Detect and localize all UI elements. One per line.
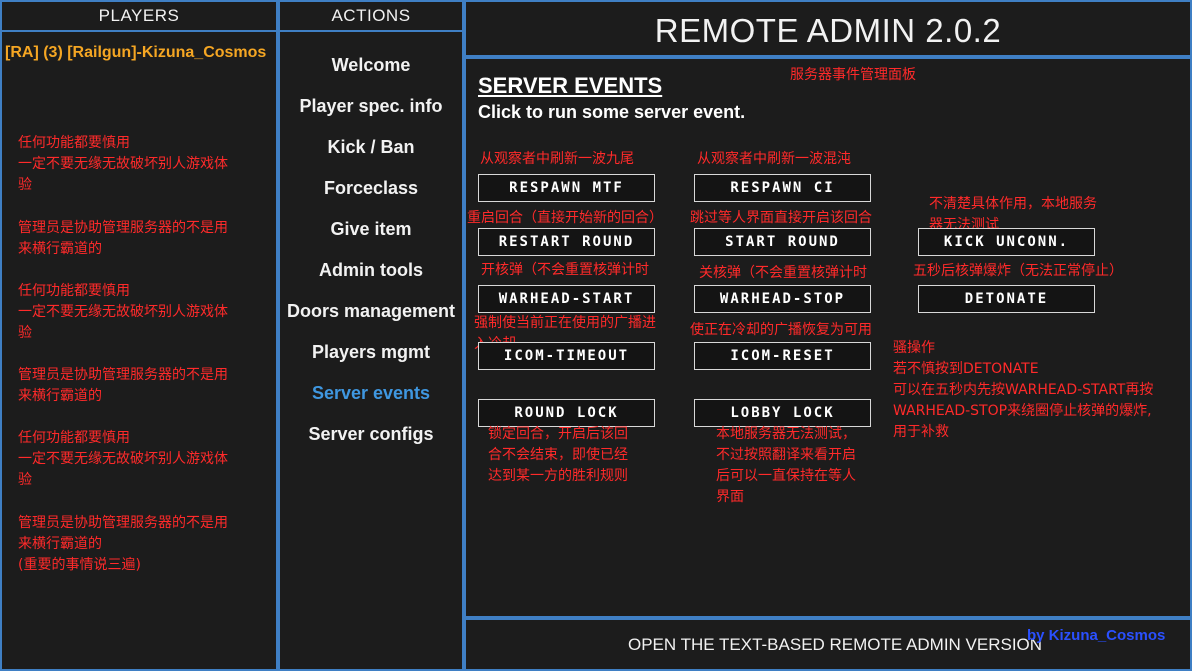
player-entry[interactable]: [RA] (3) [Railgun]-Kizuna_Cosmos [5,44,267,61]
menu-item-server-configs[interactable]: Server configs [308,424,434,444]
restart-round-button[interactable]: RESTART ROUND [478,228,655,256]
server-events-panel [464,57,1192,618]
round-lock-button[interactable]: ROUND LOCK [478,399,655,427]
start-round-button[interactable]: START ROUND [694,228,871,256]
annotation-lobby-lock: 本地服务器无法测试，不过按照翻译来看开启后可以一直保持在等人界面 [716,426,856,505]
annotation-restart-round: 重启回合（直接开始新的回合） [467,210,663,226]
annotation-round-lock: 锁定回合，开启后该回合不会结束，即使已经达到某一方的胜利规则 [488,426,628,484]
menu-item-player-spec-info[interactable]: Player spec. info [299,96,443,116]
section-title: SERVER EVENTS [478,73,663,98]
respawn-mtf-button[interactable]: RESPAWN MTF [478,174,655,202]
annotation-left-1: 任何功能都要慎用一定不要无缘无故破坏别人游戏体验 [18,135,228,193]
annotation-left-6: 管理员是协助管理服务器的不是用来横行霸道的(重要的事情说三遍) [18,515,228,573]
annotation-warhead-stop: 关核弹（不会重置核弹计时 [699,265,867,281]
text-ra-link[interactable]: OPEN THE TEXT-BASED REMOTE ADMIN VERSION [628,635,1043,654]
warhead-stop-button[interactable]: WARHEAD-STOP [694,285,871,313]
annotation-panel: 服务器事件管理面板 [790,67,916,83]
section-subtitle: Click to run some server event. [478,102,746,122]
title-panel: REMOTE ADMIN 2.0.2 [464,0,1192,57]
actions-header: ACTIONS [280,2,462,32]
menu-item-server-events[interactable]: Server events [311,383,431,403]
menu-item-forceclass[interactable]: Forceclass [323,178,419,198]
menu-item-players-mgmt[interactable]: Players mgmt [311,342,431,362]
warhead-start-button[interactable]: WARHEAD-START [478,285,655,313]
actions-panel: ACTIONS Welcome Player spec. info Kick /… [278,0,464,671]
footer-panel [464,618,1192,671]
annotation-left-3: 任何功能都要慎用一定不要无缘无故破坏别人游戏体验 [18,283,228,341]
app-title: REMOTE ADMIN 2.0.2 [654,12,1002,49]
kick-unconn-button[interactable]: KICK UNCONN. [918,228,1095,256]
annotation-left-4: 管理员是协助管理服务器的不是用来横行霸道的 [18,367,228,404]
players-panel: PLAYERS [0,0,278,671]
players-header: PLAYERS [2,2,276,32]
annotation-icom-reset: 使正在冷却的广播恢复为可用 [690,322,872,338]
author-credit: by Kizuna_Cosmos [1027,627,1166,644]
annotation-left-2: 管理员是协助管理服务器的不是用来横行霸道的 [18,220,228,257]
icom-reset-button[interactable]: ICOM-RESET [694,342,871,370]
lobby-lock-button[interactable]: LOBBY LOCK [694,399,871,427]
menu-item-admin-tools[interactable]: Admin tools [319,260,423,280]
annotation-left-5: 任何功能都要慎用一定不要无缘无故破坏别人游戏体验 [18,430,228,488]
annotation-start-round: 跳过等人界面直接开启该回合 [690,210,872,226]
menu-item-give-item[interactable]: Give item [330,219,412,239]
menu-item-welcome[interactable]: Welcome [331,55,411,75]
detonate-button[interactable]: DETONATE [918,285,1095,313]
menu-item-kick-ban[interactable]: Kick / Ban [327,137,415,157]
annotation-detonate: 五秒后核弹爆炸（无法正常停止） [913,263,1123,279]
respawn-ci-button[interactable]: RESPAWN CI [694,174,871,202]
annotation-respawn-mtf: 从观察者中刷新一波九尾 [480,151,634,167]
annotation-respawn-ci: 从观察者中刷新一波混沌 [697,151,851,167]
annotation-warhead-start: 开核弹（不会重置核弹计时 [481,262,649,278]
icom-timeout-button[interactable]: ICOM-TIMEOUT [478,342,655,370]
menu-item-doors-management[interactable]: Doors management [286,301,456,321]
